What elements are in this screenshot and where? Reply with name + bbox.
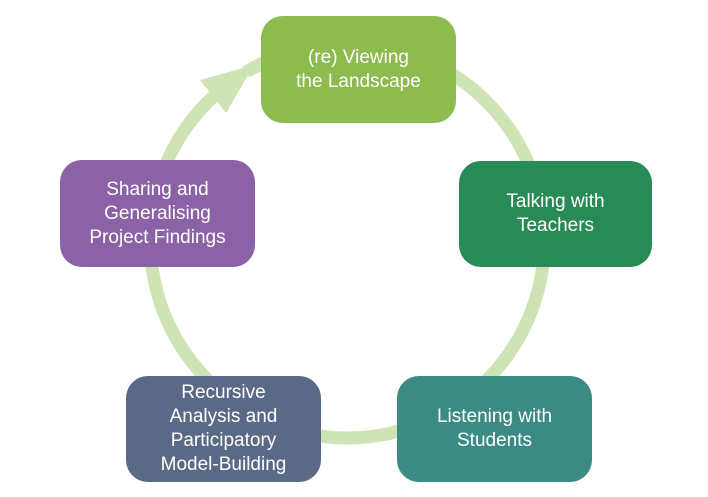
node-listening-with-students: Listening with Students (397, 376, 592, 482)
node-label: Talking with Teachers (506, 190, 604, 238)
node-label-line: Analysis and (169, 406, 278, 427)
node-label: (re) Viewing the Landscape (296, 46, 421, 94)
node-label: Recursive Analysis and Participatory Mod… (161, 381, 287, 477)
node-label: Listening with Students (437, 405, 552, 453)
node-label-line: Project Findings (89, 226, 226, 248)
node-label-line: Talking with (506, 191, 605, 212)
node-recursive-analysis: Recursive Analysis and Participatory Mod… (126, 376, 321, 482)
node-re-viewing-the-landscape: (re) Viewing the Landscape (261, 16, 456, 123)
cycle-arrow-head (200, 65, 254, 113)
node-label-line: Teachers (516, 215, 595, 236)
node-label-line: the Landscape (296, 70, 421, 92)
node-sharing-and-generalising: Sharing and Generalising Project Finding… (60, 160, 255, 267)
node-label: Sharing and Generalising Project Finding… (89, 178, 225, 250)
node-label-line: Participatory (170, 430, 277, 451)
node-talking-with-teachers: Talking with Teachers (459, 161, 652, 267)
node-label-line: Generalising (104, 202, 211, 224)
node-label-line: Sharing and (106, 178, 209, 200)
node-label-line: Recursive (181, 382, 266, 403)
node-label-line: (re) Viewing (307, 46, 409, 68)
node-label-line: Students (457, 430, 532, 451)
node-label-line: Model-Building (160, 454, 287, 475)
node-label-line: Listening with (436, 406, 553, 427)
